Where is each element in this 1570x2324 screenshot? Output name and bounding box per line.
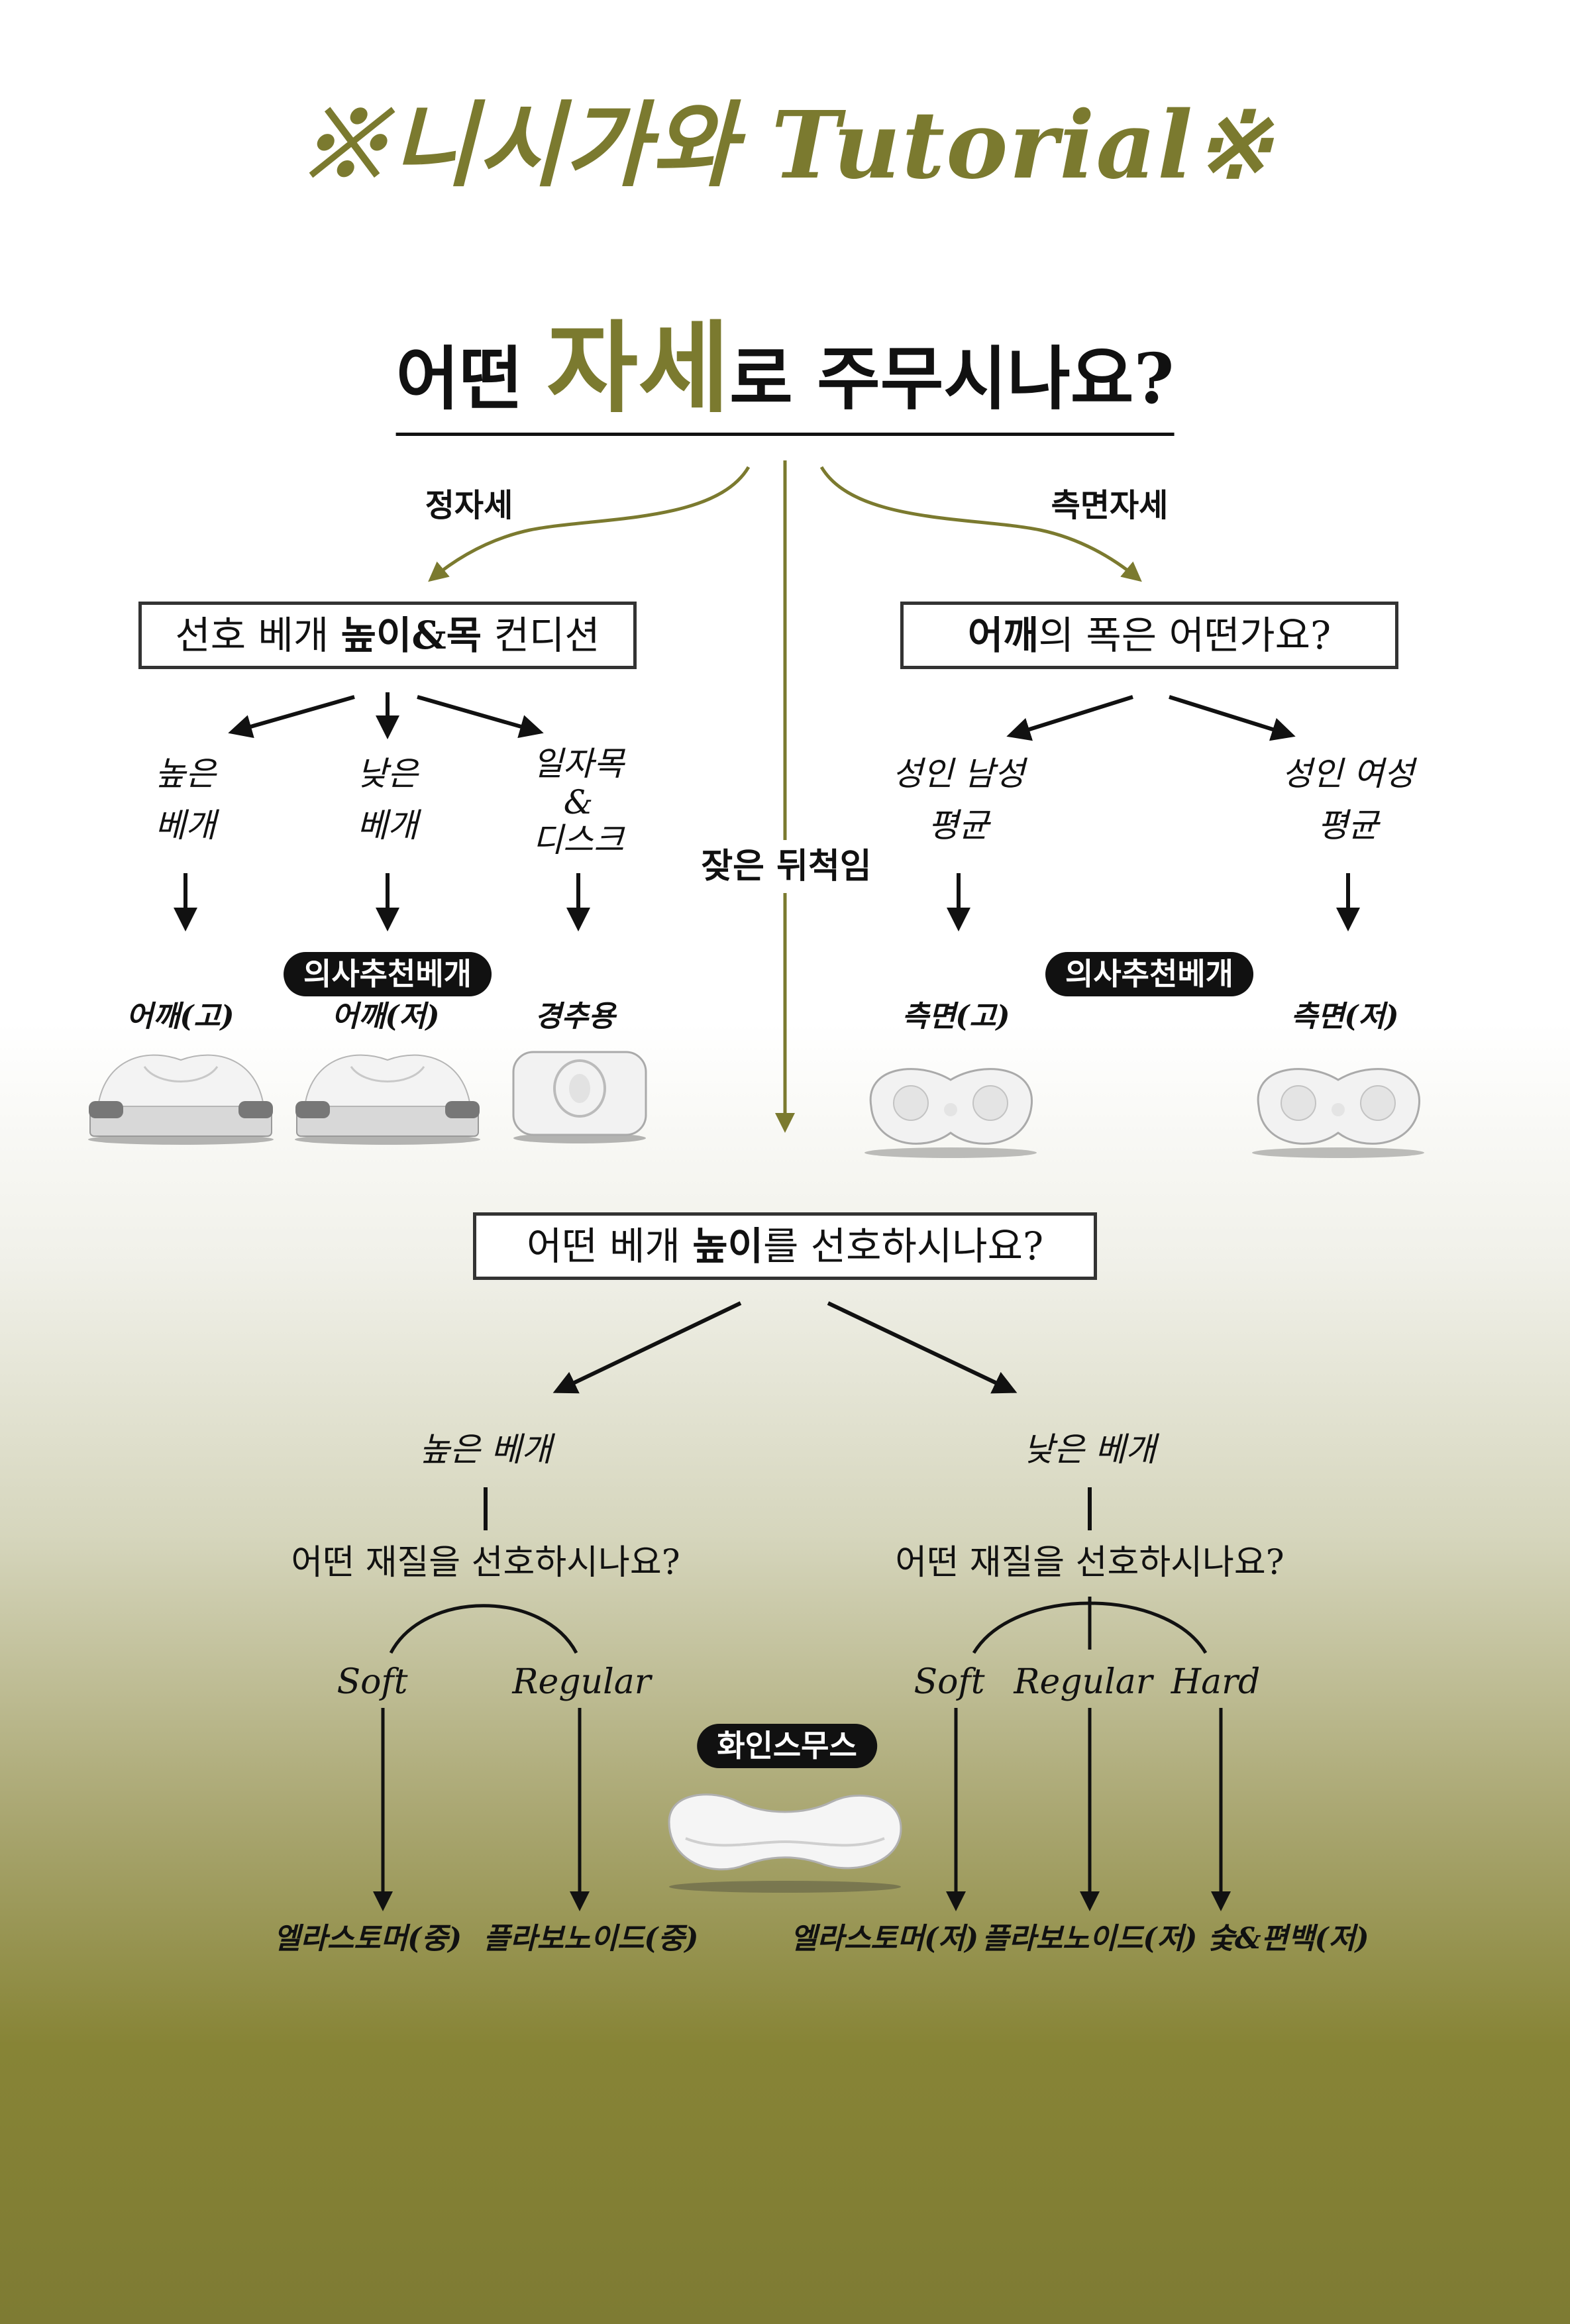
box-height-bold: 높이 <box>692 1224 763 1269</box>
shoulder-pillow-low-image <box>295 1054 480 1145</box>
material-question-right: 어떤 재질을 선호하시나요? <box>895 1543 1284 1583</box>
product-side-low: 측면(저) <box>1290 1000 1399 1033</box>
posture-label-tossing: 잦은 뒤척임 <box>697 840 876 893</box>
pillow-height-neck-box: 선호 베개 높이&목 컨디션 <box>138 602 637 669</box>
option-straight-neck-disc: 일자목&디스크 <box>533 745 624 860</box>
shoulder-width-box: 어깨의 폭은 어떤가요? <box>900 602 1398 669</box>
doctor-recommended-badge: 의사추천베개 <box>1045 952 1253 997</box>
option-line: 높은 <box>155 755 216 793</box>
material-hard-right: Hard <box>1171 1662 1261 1702</box>
material-soft-left: Soft <box>337 1662 408 1702</box>
option-line: 낮은 <box>357 755 418 793</box>
material-regular-left: Regular <box>512 1662 651 1702</box>
option-low-pillow-2: 낮은 베개 <box>1023 1430 1156 1469</box>
box-height-text: 어떤 베개 <box>526 1224 693 1269</box>
posture-label-side: 측면자세 <box>1051 487 1169 524</box>
option-line: 성인 여성 <box>1282 755 1414 793</box>
option-line: 평균 <box>1318 806 1379 845</box>
option-line: & <box>563 782 594 821</box>
cervical-pillow-image <box>512 1051 647 1143</box>
shoulder-pillow-high-image <box>88 1054 274 1145</box>
arrow <box>417 695 544 739</box>
side-pillow-high-image <box>864 1068 1037 1158</box>
product-cervical: 경추용 <box>535 1000 615 1033</box>
option-line: 평균 <box>928 806 989 845</box>
option-line: 디스크 <box>533 821 624 859</box>
pillow-height-preference-box: 어떤 베개 높이를 선호하시나요? <box>473 1212 1097 1280</box>
option-high-pillow-2: 높은 베개 <box>419 1430 552 1469</box>
doctor-recommended-badge: 의사추천베개 <box>284 952 492 997</box>
box-left-bold-neck: 목 <box>446 613 482 658</box>
option-line: 베개 <box>155 806 216 845</box>
box-left-text-end: 컨디션 <box>482 613 600 658</box>
product-flavonoid-low: 플라보노이드(저) <box>982 1922 1198 1956</box>
main-question-prefix: 어떤 <box>395 338 547 419</box>
main-question: 어떤 자세로 주무시나요? <box>395 310 1175 436</box>
material-regular-right: Regular <box>1014 1662 1153 1702</box>
page-title: ※니시가와 Tutorial※ <box>297 91 1273 200</box>
arrow <box>1169 695 1296 741</box>
side-pillow-low-image <box>1252 1068 1424 1158</box>
product-elastomer-low: 엘라스토머(저) <box>790 1922 979 1956</box>
product-charcoal-cypress-low: 숯&편백(저) <box>1208 1922 1369 1956</box>
product-flavonoid-mid: 플라보노이드(중) <box>483 1922 699 1956</box>
box-height-text-end: 를 선호하시나요? <box>763 1224 1044 1269</box>
fine-smooth-badge: 화인스무스 <box>697 1724 877 1769</box>
material-arc-left <box>389 1604 578 1654</box>
material-soft-right: Soft <box>914 1662 985 1702</box>
product-shoulder-high: 어깨(고) <box>126 1000 235 1033</box>
arrow <box>552 1301 742 1394</box>
arrow <box>827 1301 1018 1394</box>
fine-smooth-pillow-image <box>668 1793 902 1893</box>
arrow-right-posture <box>819 466 1142 582</box>
arrow <box>228 695 355 739</box>
product-elastomer-mid: 엘라스토머(중) <box>273 1922 462 1956</box>
box-right-bold-shoulder: 어깨 <box>967 613 1039 658</box>
option-line: 베개 <box>357 806 418 845</box>
option-line: 일자목 <box>533 745 624 783</box>
box-left-bold-height: 높이 <box>340 613 412 658</box>
main-question-emphasis: 자세 <box>547 310 730 427</box>
posture-label-supine: 정자세 <box>425 487 513 524</box>
option-line: 성인 남성 <box>892 755 1025 793</box>
arrow <box>1006 695 1133 741</box>
box-right-text: 의 폭은 어떤가요? <box>1038 613 1332 658</box>
arrow-left-posture <box>428 466 751 582</box>
product-side-high: 측면(고) <box>902 1000 1010 1033</box>
material-question-left: 어떤 재질을 선호하시나요? <box>291 1543 680 1583</box>
product-shoulder-low: 어깨(저) <box>331 1000 440 1033</box>
box-left-amp: & <box>411 613 446 658</box>
main-question-suffix: 로 주무시나요? <box>729 338 1175 419</box>
box-left-text: 선호 베개 <box>175 613 341 658</box>
